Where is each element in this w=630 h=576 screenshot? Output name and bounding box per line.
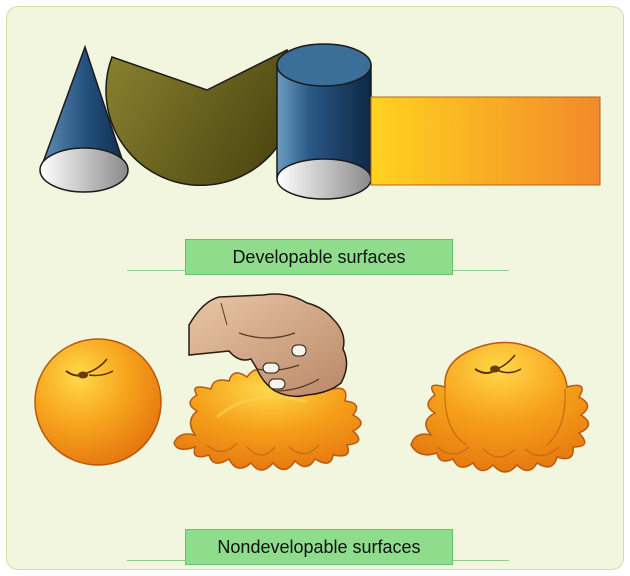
developable-surfaces-label: Developable surfaces	[185, 239, 453, 275]
flattened-cone-icon	[106, 50, 296, 185]
figure-panel: Developable surfaces Nondevelopable surf…	[6, 6, 624, 570]
hand-icon	[189, 294, 347, 396]
orange-peel-icon	[411, 342, 589, 472]
cylinder-icon	[277, 44, 371, 199]
nondevelopable-surfaces-label: Nondevelopable surfaces	[185, 529, 453, 565]
flattened-cylinder-icon	[371, 97, 600, 185]
surfaces-illustration	[7, 7, 623, 569]
orange-icon	[35, 339, 161, 465]
